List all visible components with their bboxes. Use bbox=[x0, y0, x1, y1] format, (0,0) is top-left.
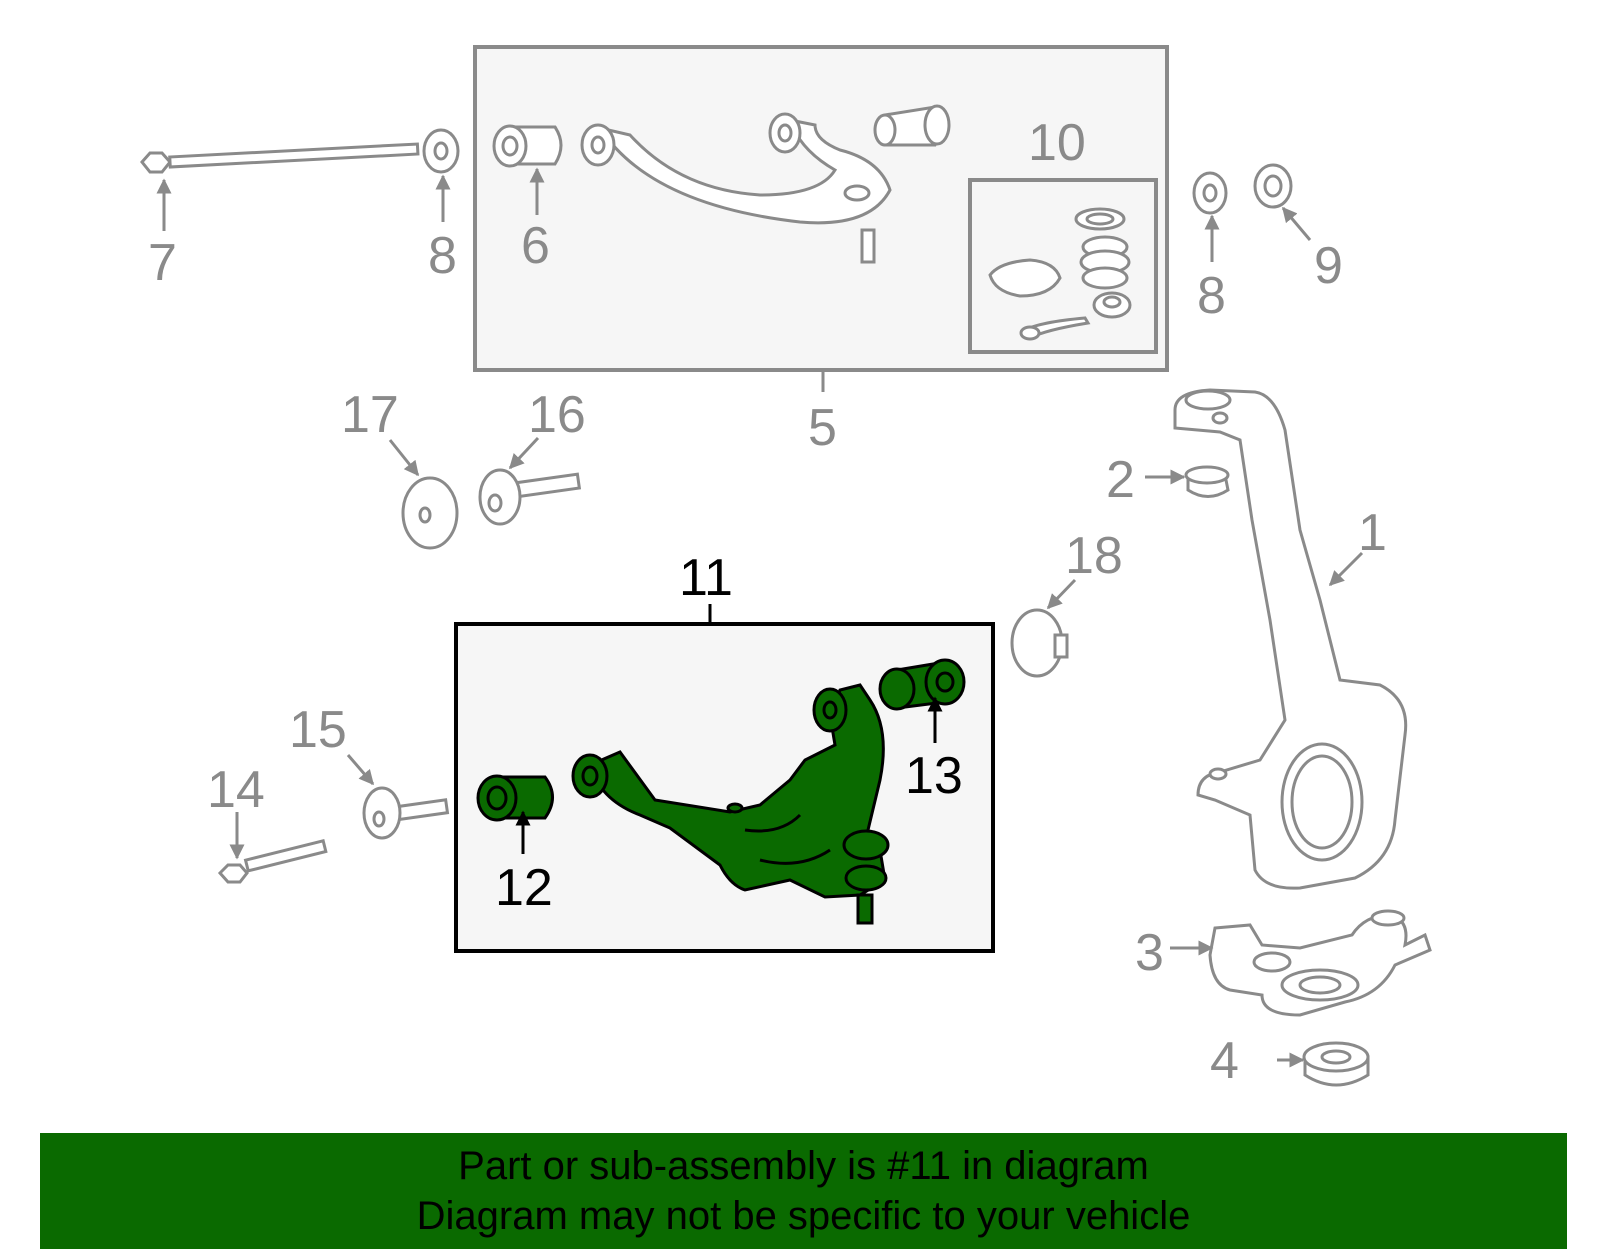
callout-14: 14 bbox=[207, 761, 265, 819]
steering-knuckle-part-1 bbox=[1173, 388, 1408, 890]
callout-17: 17 bbox=[341, 386, 399, 444]
cam-washer-part-17 bbox=[401, 476, 459, 550]
callout-10: 10 bbox=[1028, 114, 1086, 172]
lower-control-arm-part-11 bbox=[571, 683, 890, 925]
callout-1: 1 bbox=[1358, 504, 1387, 562]
cam-bolt-part-16 bbox=[478, 468, 582, 526]
banner-line-1: Part or sub-assembly is #11 in diagram bbox=[458, 1144, 1149, 1188]
callout-2: 2 bbox=[1106, 451, 1135, 509]
callout-7: 7 bbox=[148, 234, 177, 292]
callout-9: 9 bbox=[1314, 237, 1343, 295]
upper-control-arm-part-5 bbox=[580, 112, 892, 264]
bolt-part-14 bbox=[217, 839, 328, 884]
callout-5: 5 bbox=[808, 399, 837, 457]
callout-11: 11 bbox=[679, 549, 733, 607]
cam-bolt-part-15 bbox=[362, 786, 450, 840]
callout-16: 16 bbox=[528, 386, 586, 444]
callout-3: 3 bbox=[1135, 924, 1164, 982]
callout-15: 15 bbox=[289, 701, 347, 759]
callout-6: 6 bbox=[521, 217, 550, 275]
washer-part-8-right bbox=[1192, 171, 1228, 215]
callout-18: 18 bbox=[1065, 527, 1123, 585]
upper-arm-rear-bushing bbox=[873, 104, 951, 147]
info-banner: Part or sub-assembly is #11 in diagram D… bbox=[40, 1133, 1567, 1249]
washer-part-8-left bbox=[422, 128, 460, 174]
callout-12: 12 bbox=[495, 859, 553, 917]
callout-13: 13 bbox=[905, 747, 963, 805]
ball-joint-kit-parts-10 bbox=[988, 207, 1132, 341]
grey-leader-arrows bbox=[156, 167, 1364, 1068]
callout-4: 4 bbox=[1210, 1032, 1239, 1090]
cam-washer-part-18 bbox=[1010, 608, 1069, 678]
bracket-part-3 bbox=[1208, 909, 1432, 1017]
bushing-part-6 bbox=[492, 124, 563, 168]
callout-8-right: 8 bbox=[1197, 267, 1226, 325]
bushing-part-12 bbox=[476, 774, 554, 822]
callout-8-left: 8 bbox=[428, 227, 457, 285]
nut-part-9 bbox=[1253, 163, 1293, 209]
nut-part-2 bbox=[1184, 465, 1230, 498]
black-leader-arrows bbox=[515, 696, 943, 854]
nut-part-4 bbox=[1302, 1041, 1370, 1087]
banner-line-2: Diagram may not be specific to your vehi… bbox=[416, 1194, 1191, 1238]
long-bolt-part-7 bbox=[140, 142, 420, 174]
